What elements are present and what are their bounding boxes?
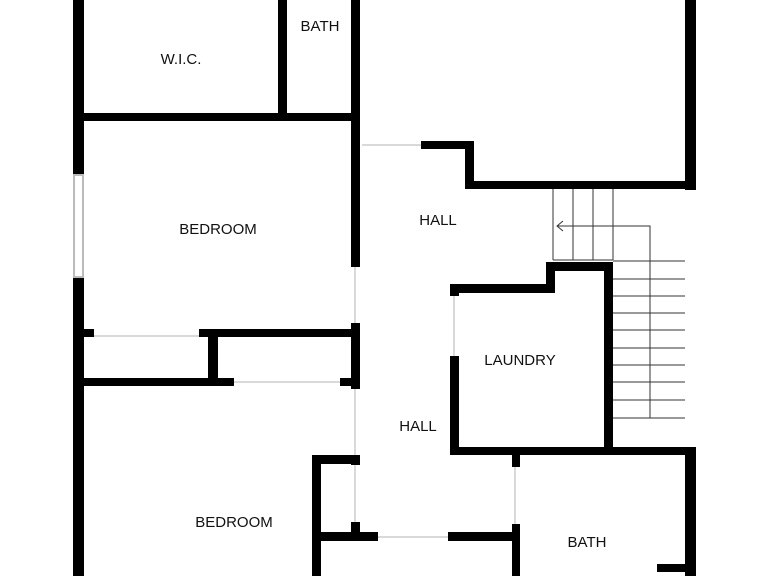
wall-lower-bath-left-bottom (512, 524, 520, 576)
wall-hall-top (421, 141, 473, 149)
wall-hall-bottom-left (312, 532, 378, 541)
wall-laundry-step (546, 262, 555, 293)
wall-wic-bottom (84, 113, 360, 121)
wall-outer-left-upper (73, 0, 84, 175)
wall-lower-closet-left (312, 455, 321, 576)
label-hall-lower: HALL (399, 418, 437, 435)
label-bath-top: BATH (301, 18, 340, 35)
label-hall-upper: HALL (419, 212, 457, 229)
staircase (552, 189, 685, 419)
wall-laundry-top-right (546, 262, 612, 271)
label-bedroom-lower: BEDROOM (195, 514, 273, 531)
label-wic: W.I.C. (161, 51, 202, 68)
wall-laundry-right (604, 262, 613, 455)
wall-closet-divider (208, 329, 218, 384)
label-bedroom-upper: BEDROOM (179, 221, 257, 238)
wall-outer-left-lower (73, 277, 84, 576)
wall-lower-closet-top (312, 455, 360, 464)
wall-bedroom-upper-bottom-right (199, 329, 360, 337)
wall-bath-top-right (351, 0, 360, 118)
window-left-bedroom (73, 174, 84, 278)
wall-hall-top-step (465, 141, 474, 188)
stair-direction-line (557, 225, 651, 418)
wall-laundry-bottom (450, 447, 696, 455)
wall-laundry-left-top (450, 284, 459, 296)
label-laundry: LAUNDRY (484, 352, 555, 369)
room-labels: W.I.C. BATH BEDROOM HALL LAUNDRY HALL BE… (161, 18, 607, 551)
openings (73, 144, 516, 538)
wall-hall-left-bottom (351, 522, 360, 534)
wall-bedroom-upper-bottom-left (84, 329, 94, 337)
stair-arrow-icon (556, 220, 564, 232)
wall-closet-bottom-right (340, 378, 360, 386)
wall-closet-bottom-left (84, 378, 234, 386)
walls (73, 0, 696, 576)
wall-right-bottom-stub (657, 564, 687, 572)
wall-stair-top (465, 181, 696, 189)
label-bath-lower: BATH (568, 534, 607, 551)
wall-lower-bath-left (512, 455, 520, 467)
wall-outer-right-upper (685, 0, 696, 190)
wall-hall-left-mid (351, 323, 360, 389)
wall-laundry-left (450, 356, 459, 455)
wall-hall-bottom-right (448, 532, 520, 541)
wall-hall-left-upper (351, 121, 360, 267)
wall-wic-bath-divider (278, 0, 287, 118)
wall-laundry-top-left (450, 284, 555, 293)
wall-outer-right-lower (685, 448, 696, 576)
